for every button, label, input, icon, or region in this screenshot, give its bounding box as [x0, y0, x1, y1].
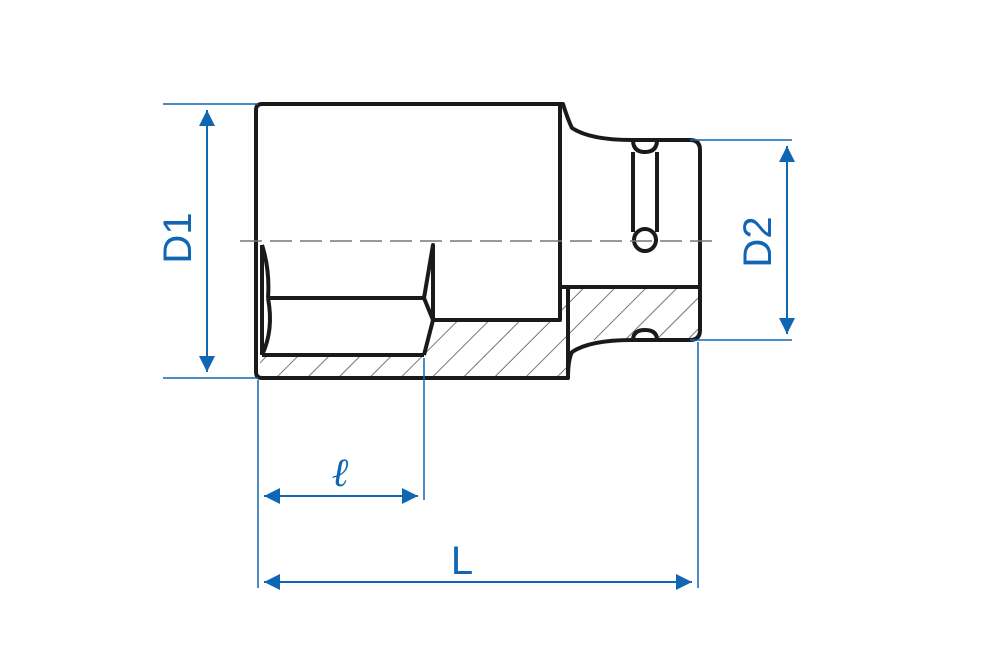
detent-top [631, 139, 659, 154]
label-d1: D1 [156, 212, 200, 263]
detent-groove [631, 152, 659, 232]
extension-lines [163, 103, 792, 588]
pin-hole [632, 227, 658, 253]
label-l-total: L [451, 539, 473, 583]
hex-edge-lower [260, 297, 272, 356]
dimension-lines [199, 110, 795, 590]
detent-bottom [631, 328, 659, 341]
label-d2: D2 [736, 216, 780, 267]
socket-outline [254, 102, 702, 380]
label-l-small: ℓ [332, 450, 349, 495]
hex-edge-upper [260, 244, 271, 299]
hex-bore [260, 104, 562, 355]
bore-wall [422, 319, 435, 356]
